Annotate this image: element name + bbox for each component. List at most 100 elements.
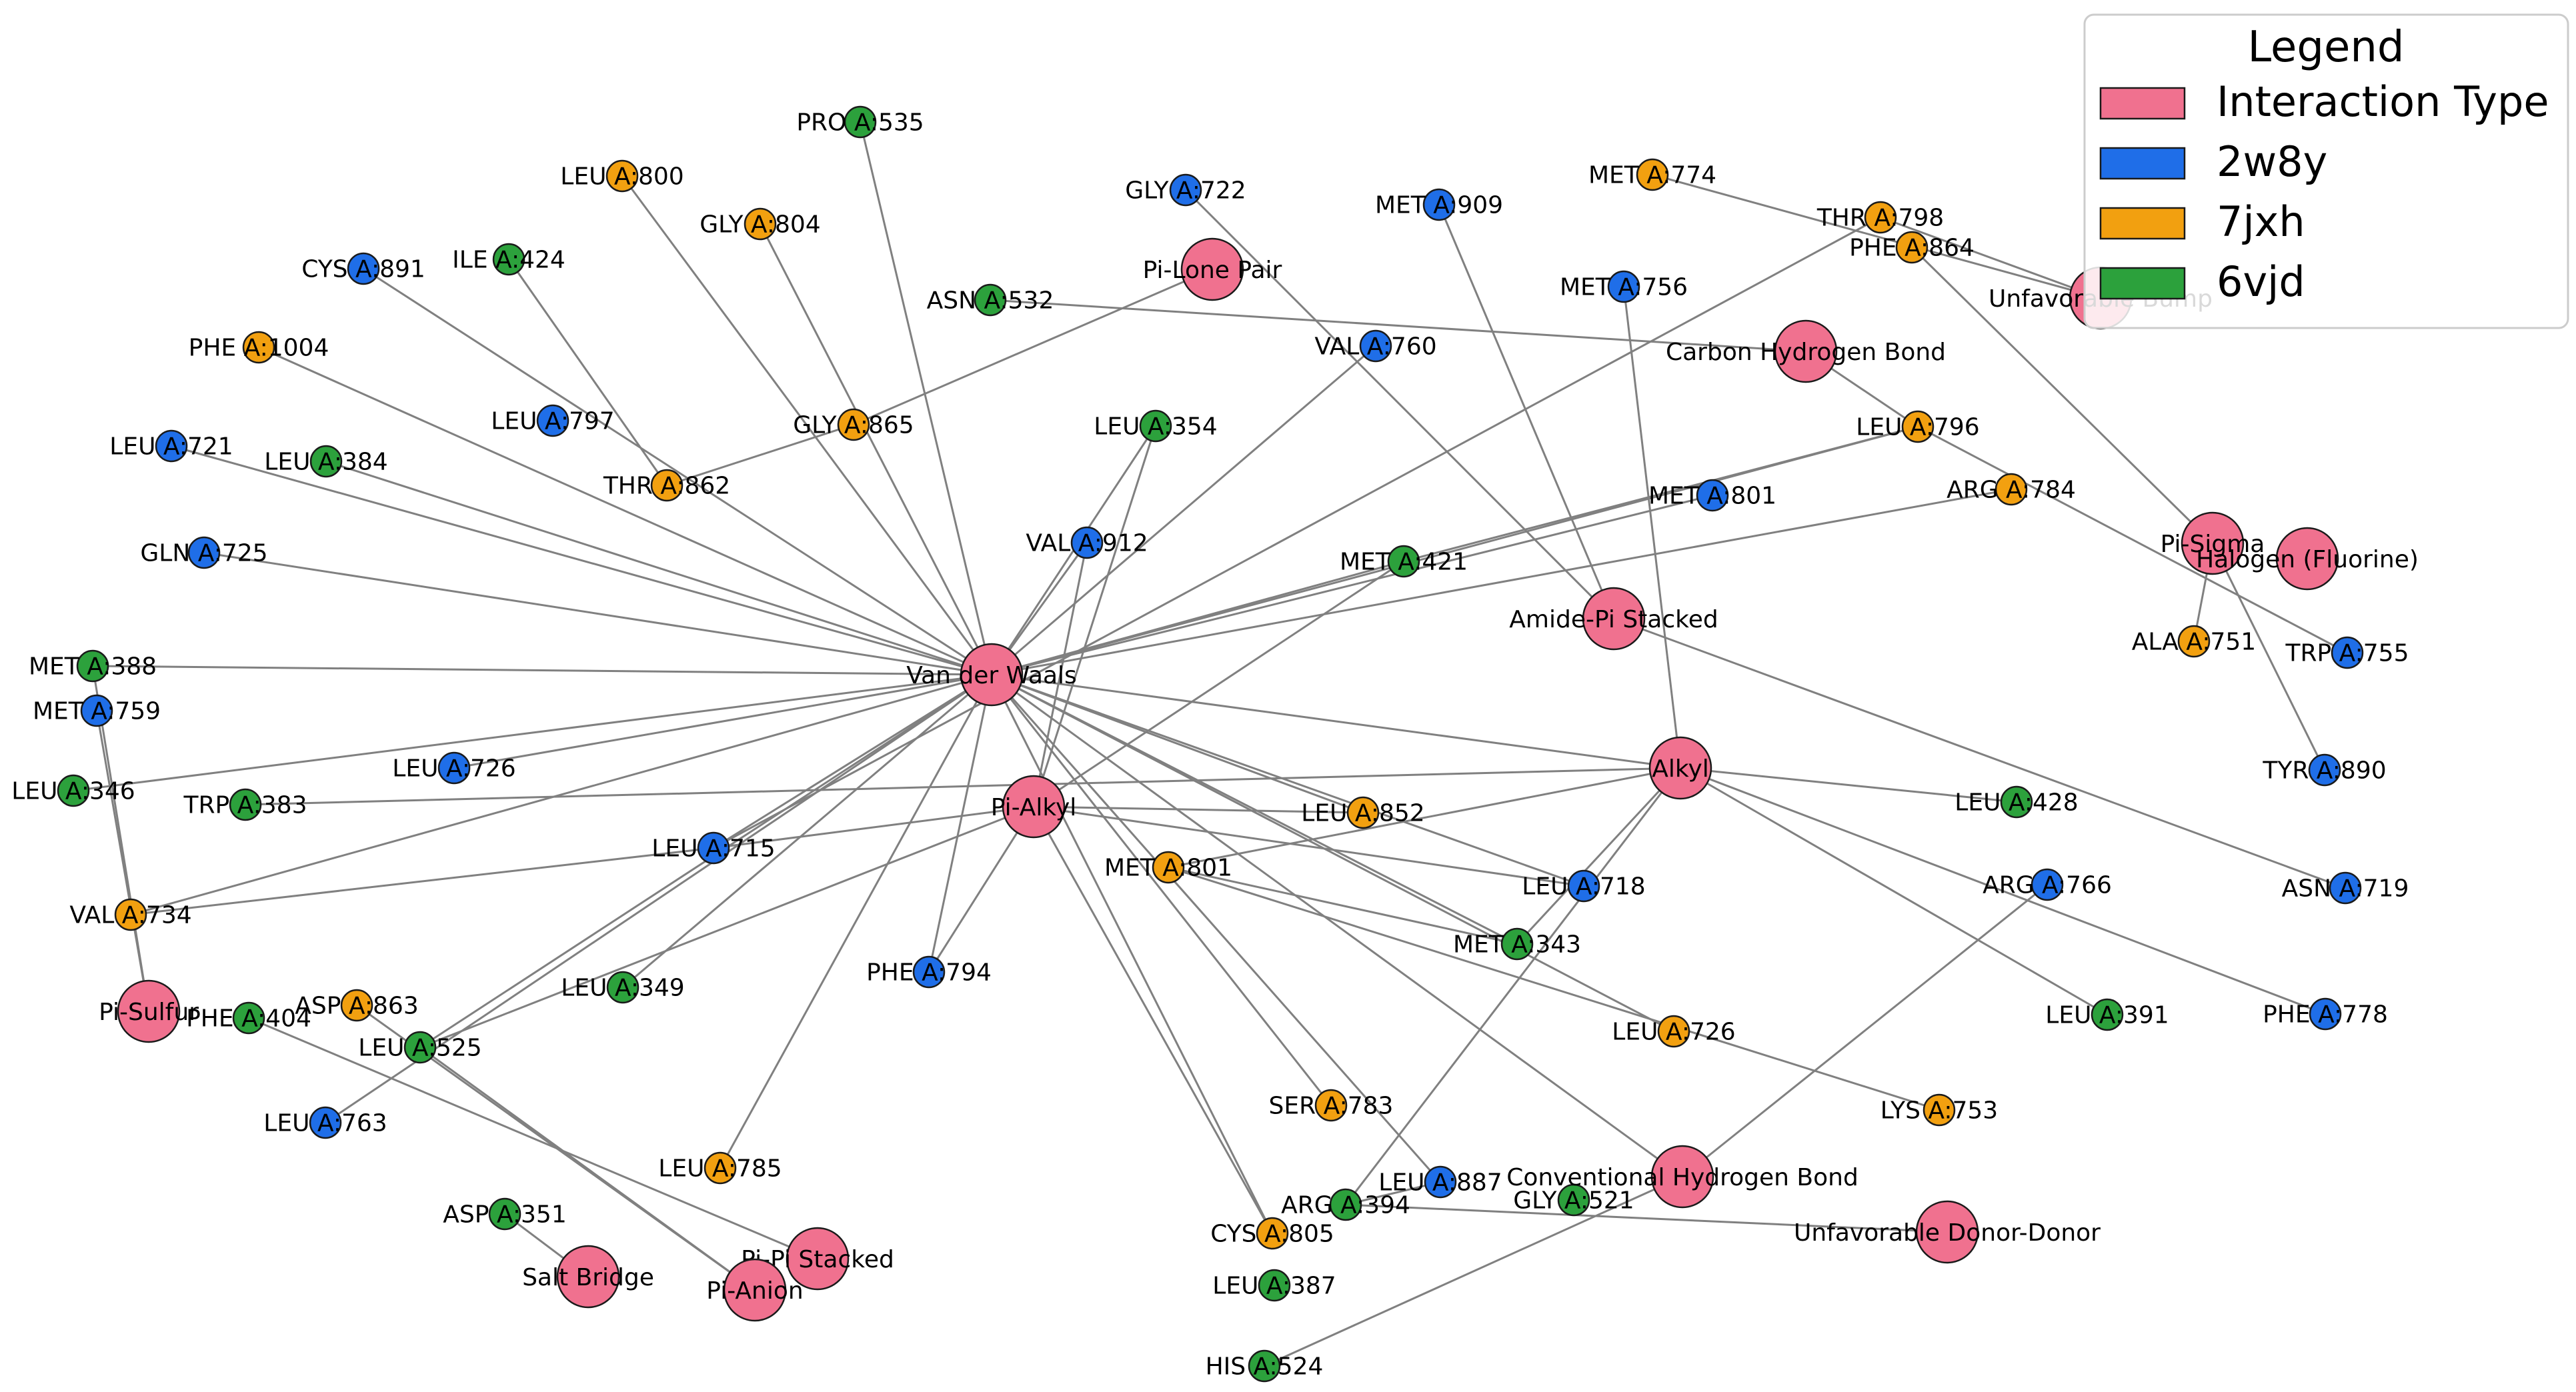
node-circle-MET759: [80, 694, 113, 727]
edge-vdw-PHE1004: [258, 346, 992, 676]
node-pialkyl: Pi-Alkyl: [991, 775, 1077, 839]
node-GLN725: GLN A:725: [140, 536, 268, 569]
node-label-ASP351: ASP A:351: [443, 1201, 566, 1229]
node-LEU349: LEU A:349: [561, 971, 685, 1004]
node-label-pilone: Pi-Lone Pair: [1143, 257, 1282, 284]
edge-pialkyl-CYS805: [1032, 806, 1274, 1234]
edge-pipi-PHE404: [248, 1017, 818, 1260]
node-label-LEU797: LEU A:797: [491, 408, 614, 435]
node-label-CYS891: CYS A:891: [301, 256, 425, 283]
legend-swatch-2: [2099, 207, 2186, 240]
edge-pialkyl-LEU852: [1033, 805, 1364, 814]
node-circle-pipi: [786, 1227, 850, 1291]
node-circle-LEU718: [1567, 869, 1600, 903]
node-GLY865: GLY A:865: [793, 408, 914, 441]
node-label-PHE794: PHE A:794: [866, 959, 992, 987]
node-pilone: Pi-Lone Pair: [1143, 237, 1282, 301]
legend-swatch-3: [2099, 267, 2186, 300]
edge-alkyl-MET801o: [1168, 767, 1681, 869]
node-LEU387: LEU A:387: [1212, 1269, 1336, 1302]
edge-THR862-ILE424: [507, 259, 668, 486]
edge-GLY865-THR862: [666, 423, 854, 487]
node-VAL912: VAL A:912: [1026, 526, 1148, 559]
node-label-ARG394: ARG A:394: [1281, 1192, 1410, 1219]
edge-vdw-LEU718: [991, 673, 1584, 887]
edge-alkyl-LEU391: [1680, 767, 2108, 1016]
node-circle-ARG766: [2031, 868, 2064, 901]
edge-vdw-LEU800: [621, 175, 993, 675]
node-label-CYS805: CYS A:805: [1210, 1221, 1334, 1248]
node-PHE404: PHE A:404: [186, 1001, 311, 1035]
node-PHE864: PHE A:864: [1849, 231, 1975, 264]
node-ARG784: ARG A:784: [1947, 473, 2076, 506]
node-circle-CYS891: [347, 252, 380, 285]
node-alkyl: Alkyl: [1648, 736, 1712, 800]
node-label-ASP863: ASP A:863: [295, 993, 418, 1020]
node-circle-pisulfur: [117, 979, 181, 1043]
node-label-halogen: Halogen (Fluorine): [2196, 546, 2419, 573]
node-label-LEU796: LEU A:796: [1856, 414, 1979, 441]
node-circle-LEU797: [536, 404, 569, 437]
node-circle-PRO535: [844, 105, 877, 139]
node-vdw: Van der Waals: [906, 643, 1077, 707]
edge-pialkyl-LEU718: [1033, 805, 1584, 887]
node-label-PRO535: PRO A:535: [796, 109, 924, 137]
edge-alkyl-MET343: [1516, 767, 1682, 945]
node-circle-MET801b: [1696, 479, 1729, 512]
node-MET801b: MET A:801: [1648, 479, 1776, 512]
node-MET801o: MET A:801: [1104, 851, 1232, 884]
node-circle-alkyl: [1648, 736, 1712, 800]
node-LEU797: LEU A:797: [491, 404, 615, 437]
node-GLY722: GLY A:722: [1125, 173, 1246, 207]
node-VAL734: VAL A:734: [69, 898, 192, 931]
legend-label-3: 6vjd: [2217, 257, 2305, 306]
node-label-ILE424: ILE A:424: [452, 247, 565, 274]
node-label-carbonh: Carbon Hydrogen Bond: [1666, 339, 1946, 366]
node-THR862: THR A:862: [603, 469, 730, 502]
node-LEU852: LEU A:852: [1301, 796, 1425, 829]
node-MET774: MET A:774: [1588, 158, 1716, 191]
node-TYR890: TYR A:890: [2262, 753, 2387, 787]
node-circle-VAL760: [1359, 329, 1392, 363]
node-label-GLN725: GLN A:725: [140, 540, 267, 567]
edge-pisigma-TYR890: [2211, 543, 2326, 771]
node-circle-LEU391: [2091, 998, 2124, 1031]
node-label-LEU721: LEU A:721: [109, 433, 233, 461]
edge-unfav-MET774: [1652, 173, 2101, 299]
node-carbonh: Carbon Hydrogen Bond: [1666, 319, 1946, 383]
edge-alkyl-LEU428: [1680, 767, 2017, 803]
edge-ARG394-LEU887: [1345, 1181, 1441, 1206]
node-label-LEU346: LEU A:346: [11, 778, 135, 805]
node-label-ARG784: ARG A:784: [1947, 477, 2076, 504]
node-CYS891: CYS A:891: [301, 252, 425, 285]
node-label-LEU525: LEU A:525: [358, 1035, 481, 1062]
node-label-TRP755: TRP A:755: [2285, 640, 2409, 667]
edge-convh-HIS524: [1264, 1175, 1683, 1367]
node-LEU726o: LEU A:726: [1612, 1015, 1736, 1048]
node-circle-pialkyl: [1002, 775, 1066, 839]
node-label-HIS524: HIS A:524: [1206, 1353, 1324, 1381]
legend-swatch-1: [2099, 147, 2186, 180]
edge-convh-ARG766: [1682, 883, 2048, 1178]
edge-pialkyl-MET421: [1033, 560, 1404, 808]
edge-layer: [73, 121, 2348, 1367]
node-SER783: SER A:783: [1269, 1089, 1393, 1122]
node-label-pialkyl: Pi-Alkyl: [991, 794, 1077, 821]
node-ASN532: ASN A:532: [927, 283, 1054, 317]
edge-vdw-LEU887: [990, 674, 1442, 1183]
node-label-LEU391: LEU A:391: [2045, 1002, 2169, 1029]
node-circle-ASP351: [488, 1197, 521, 1231]
node-circle-GLY804: [744, 207, 777, 241]
node-circle-THR798: [1864, 201, 1897, 234]
node-GLY804: GLY A:804: [700, 207, 821, 241]
node-label-amidepi: Amide-Pi Stacked: [1509, 606, 1718, 633]
node-MET388: MET A:388: [29, 649, 157, 683]
node-pisigma: Pi-Sigma: [2161, 511, 2265, 575]
edge-unfav-THR798: [1880, 216, 2101, 299]
node-LEU346: LEU A:346: [11, 774, 135, 807]
legend-label-1: 2w8y: [2217, 137, 2327, 186]
node-label-MET343: MET A:343: [1453, 931, 1581, 959]
node-MET909: MET A:909: [1375, 188, 1503, 221]
node-circle-carbonh: [1774, 319, 1838, 383]
